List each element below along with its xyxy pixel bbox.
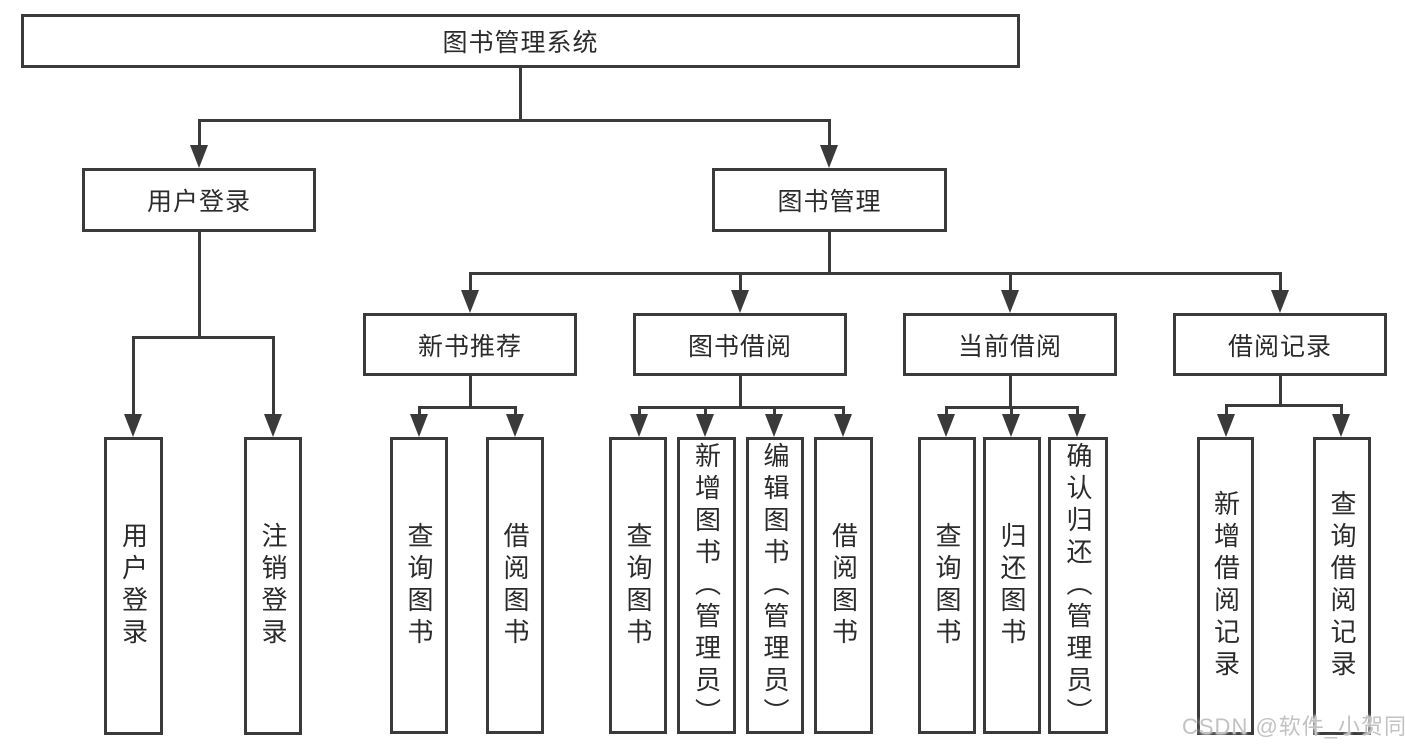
connector-borrow-records-rail [1225, 404, 1342, 407]
node-user-login-label: 用户登录 [146, 188, 251, 216]
node-library-system-label: 图书管理系统 [442, 29, 599, 57]
arrow-shaft [842, 406, 845, 416]
node-current-borrowing: 当前借阅 [903, 313, 1117, 376]
arrow-down-icon [765, 414, 783, 437]
leaf-logout-label: 注销登录 [258, 522, 288, 650]
leaf-query-books-current: 查询图书 [918, 437, 976, 734]
connector-level2-rail [198, 119, 831, 122]
arrow-down-icon [1068, 414, 1086, 437]
arrow-shaft [1225, 404, 1228, 416]
arrow-down-icon [1217, 414, 1235, 437]
connector-new-book-rail [418, 406, 517, 409]
arrow-shaft-book-borrow [739, 272, 742, 292]
arrow-down-icon [506, 414, 524, 437]
leaf-borrow-books-borrowing-label: 借阅图书 [828, 521, 859, 650]
arrow-down-icon [731, 290, 749, 313]
arrow-down-icon [124, 414, 142, 437]
arrow-shaft [514, 406, 517, 416]
arrow-shaft [945, 406, 948, 416]
leaf-edit-book-admin-label: 编辑图书（管理员） [760, 441, 790, 730]
arrow-down-icon [696, 414, 714, 437]
node-new-book-recommend: 新书推荐 [363, 313, 577, 376]
leaf-borrow-books-borrowing: 借阅图书 [814, 437, 873, 734]
arrow-shaft-borrow-records [1279, 272, 1282, 292]
arrow-shaft-user-login [198, 119, 201, 149]
leaf-query-books-current-label: 查询图书 [932, 521, 962, 650]
arrow-down-icon [264, 414, 282, 437]
connector-level3-rail [469, 272, 1282, 275]
connector-new-book-drop [469, 375, 472, 408]
arrow-shaft-leaf-logout [272, 336, 275, 418]
arrow-down-icon [1002, 414, 1020, 437]
leaf-add-book-admin-label: 新增图书（管理员） [691, 441, 722, 730]
arrow-shaft [773, 406, 776, 416]
leaf-add-book-admin: 新增图书（管理员） [677, 437, 736, 734]
arrow-shaft [638, 406, 641, 416]
node-borrowing-records: 借阅记录 [1173, 313, 1387, 376]
leaf-borrow-books-recommend: 借阅图书 [486, 437, 544, 734]
leaf-add-borrow-record: 新增借阅记录 [1197, 437, 1254, 735]
leaf-logout: 注销登录 [244, 437, 302, 735]
arrow-shaft-new-book [469, 272, 472, 292]
node-borrowing-records-label: 借阅记录 [1227, 332, 1332, 361]
leaf-query-books-borrowing: 查询图书 [609, 437, 667, 734]
leaf-confirm-return-admin: 确认归还（管理员） [1048, 437, 1108, 734]
leaf-query-borrow-record: 查询借阅记录 [1313, 437, 1371, 735]
arrow-down-icon [1271, 290, 1289, 313]
arrow-shaft-leaf-login [132, 336, 135, 418]
connector-current-borrow-drop [1009, 375, 1012, 408]
arrow-down-icon [630, 414, 648, 437]
arrow-down-icon [410, 414, 428, 437]
connector-root-drop [519, 67, 522, 122]
arrow-down-icon [1332, 414, 1350, 437]
node-book-borrowing: 图书借阅 [633, 313, 847, 376]
node-current-borrowing-label: 当前借阅 [957, 332, 1062, 361]
arrow-shaft [1340, 404, 1343, 416]
arrow-shaft-current-borrow [1009, 272, 1012, 292]
connector-borrow-records-drop [1279, 375, 1282, 406]
node-book-management: 图书管理 [712, 168, 947, 232]
leaf-confirm-return-admin-label: 确认归还（管理员） [1063, 441, 1093, 730]
leaf-user-login-label: 用户登录 [118, 522, 149, 650]
connector-book-mgmt-drop [828, 231, 831, 275]
arrow-shaft [1076, 406, 1079, 416]
connector-book-borrow-drop [739, 375, 742, 408]
leaf-return-books: 归还图书 [983, 437, 1041, 734]
arrow-down-icon [820, 145, 838, 168]
arrow-shaft [1010, 406, 1013, 416]
leaf-query-borrow-record-label: 查询借阅记录 [1327, 490, 1357, 682]
node-new-book-recommend-label: 新书推荐 [417, 332, 522, 361]
leaf-borrow-books-recommend-label: 借阅图书 [500, 521, 530, 650]
arrow-shaft [704, 406, 707, 416]
node-user-login: 用户登录 [82, 168, 316, 232]
leaf-add-borrow-record-label: 新增借阅记录 [1210, 490, 1241, 682]
arrow-down-icon [461, 290, 479, 313]
leaf-user-login: 用户登录 [104, 437, 163, 735]
arrow-down-icon [937, 414, 955, 437]
connector-user-login-rail [132, 336, 275, 339]
leaf-edit-book-admin: 编辑图书（管理员） [746, 437, 804, 734]
leaf-query-books-recommend-label: 查询图书 [404, 521, 434, 650]
leaf-query-books-recommend: 查询图书 [390, 437, 448, 734]
connector-book-borrow-rail [638, 406, 845, 409]
leaf-return-books-label: 归还图书 [997, 521, 1027, 650]
arrow-shaft-book-mgmt [828, 119, 831, 149]
arrow-shaft [418, 406, 421, 416]
leaf-query-books-borrowing-label: 查询图书 [623, 521, 653, 650]
node-book-borrowing-label: 图书借阅 [687, 332, 792, 361]
node-library-system: 图书管理系统 [21, 14, 1020, 68]
connector-user-login-drop [198, 231, 201, 339]
arrow-down-icon [834, 414, 852, 437]
arrow-down-icon [1001, 290, 1019, 313]
csdn-watermark: CSDN @软件_小贺同学 [1182, 714, 1405, 739]
arrow-down-icon [190, 145, 208, 168]
node-book-management-label: 图书管理 [777, 188, 882, 216]
